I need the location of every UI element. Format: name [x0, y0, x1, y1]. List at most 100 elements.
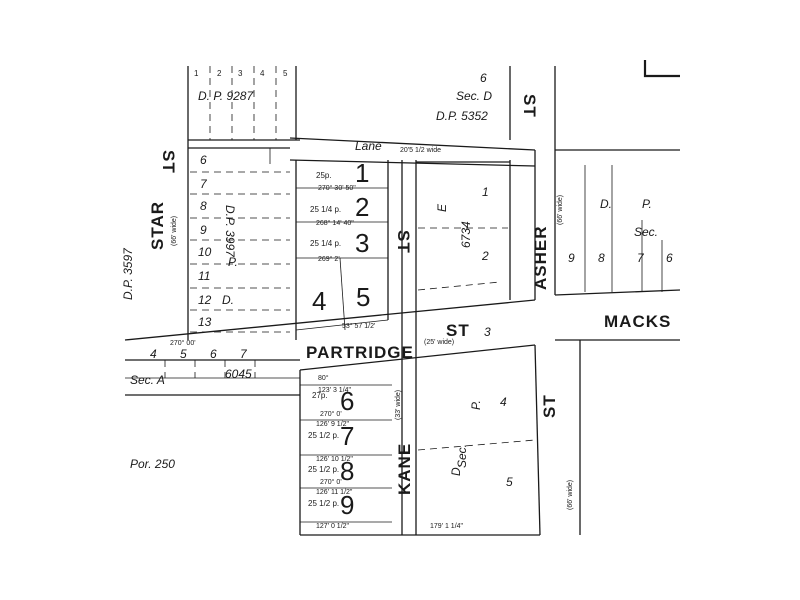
partridge-street-width: (25' wide) [424, 339, 454, 346]
bearing-4: 270° 00' [170, 339, 196, 347]
lower-lot-4: 4 [500, 395, 507, 409]
dp6045-label: 6045 [225, 367, 252, 381]
dp6734-e-letter: E [435, 203, 449, 212]
sec-a-block: 4 5 6 7 Sec. A 6045 270° 00' [125, 339, 300, 396]
lot-6: 6 [340, 386, 354, 416]
east-sec-label: Sec. [634, 225, 658, 239]
sec-d-block: 6 Sec. D D.P. 5352 [436, 71, 492, 123]
bearing-3: 269° 2' [318, 255, 340, 263]
bearing-14: 123' 3 1/4" [318, 387, 352, 394]
lot-8-area: 25 1/2 p. [308, 465, 339, 474]
partridge-street-st: ST [446, 321, 470, 340]
sec-lower-label: Sec. [455, 444, 469, 468]
lot-1-area: 25p. [316, 171, 332, 180]
dp9287-block: 1 2 3 4 5 D. P. 9287 [187, 66, 300, 148]
bearing-8: 126' 10 1/2" [316, 456, 353, 463]
mid-p-letter: P. [228, 255, 238, 269]
star-lot-11: 11 [198, 269, 210, 283]
asher-street: ASHER (66' wide) ST [509, 66, 564, 300]
asher-lot-8: 8 [598, 251, 605, 265]
bearing-11: 179' 1 1/4" [430, 523, 464, 530]
bearing-12: 80° [318, 374, 329, 382]
east-block: 9 8 7 6 D. P. Sec. [554, 149, 681, 296]
bearing-13: 53° 57 1/2' [342, 322, 375, 330]
east-dp-p: P. [642, 197, 652, 211]
star-lot-12: 12 [198, 293, 212, 307]
lot-4: 4 [312, 286, 326, 316]
lower-p-label: P. [469, 400, 483, 410]
star-lot-7: 7 [200, 177, 208, 191]
main-lots-north: 1 2 3 4 5 25p. 25 1/4 p. 25 1/4 p. 270° … [295, 158, 389, 340]
top-row-lot-5: 5 [283, 69, 288, 78]
lower-block: 4 5 Sec. D. P. 179' 1 1/4" [417, 344, 541, 536]
mid-d-letter: D. [222, 293, 234, 307]
bearing-2: 268° 14' 40" [316, 219, 354, 227]
asher-street-width: (66' wide) [557, 195, 564, 225]
lane-width: 20'5 1/2 wide [400, 147, 441, 154]
east-dp-d: D. [600, 197, 612, 211]
right-street: ST (66' wide) [540, 394, 574, 510]
corner-mark [643, 60, 680, 78]
partridge-lot-5: 5 [180, 347, 187, 361]
top-row-lot-4: 4 [260, 69, 265, 78]
dp3597-left-label: D.P. 3597 [121, 247, 135, 300]
bearing-6: 270° 0' [320, 478, 342, 486]
lower-lot-5: 5 [506, 475, 513, 489]
asher-lot-7: 7 [637, 251, 645, 265]
lot-8: 8 [340, 456, 354, 486]
dp6734-label: 6734 [459, 221, 473, 248]
top-st-label: ST [520, 94, 539, 118]
kane-st-upper: ST [394, 230, 413, 254]
lot-1: 1 [355, 158, 369, 188]
macks-street: MACKS [555, 312, 680, 535]
block-e: 1 2 3 E 6734 [416, 160, 511, 339]
star-street-width: (66' wide) [171, 216, 178, 246]
star-lot-6: 6 [200, 153, 207, 167]
top-row-lot-2: 2 [217, 69, 222, 78]
lot-5: 5 [356, 282, 370, 312]
star-lot-8: 8 [200, 199, 207, 213]
asher-street-name: ASHER [531, 225, 550, 290]
e-lot-3: 3 [484, 325, 491, 339]
bearing-10: 127' 0 1/2" [316, 523, 350, 530]
asher-lot-9: 9 [568, 251, 575, 265]
main-lots-south: 6 7 8 9 27p. 25 1/2 p. 25 1/2 p. 25 1/2 … [299, 370, 540, 536]
asher-lot-6: 6 [666, 251, 673, 265]
star-lot-9: 9 [200, 223, 207, 237]
bearing-1: 270° 30' 50" [318, 184, 356, 192]
macks-street-name: MACKS [604, 312, 671, 331]
e-lot-1: 1 [482, 185, 489, 199]
top-row-lot-1: 1 [194, 69, 199, 78]
lot-3: 3 [355, 228, 369, 258]
por-250-label: Por. 250 [130, 457, 175, 471]
top-row-lot-3: 3 [238, 69, 243, 78]
lot-2-area: 25 1/4 p. [310, 205, 341, 214]
right-street-width: (66' wide) [567, 480, 574, 510]
lane-label: Lane [355, 139, 382, 153]
partridge-lot-6: 6 [210, 347, 217, 361]
lot-9: 9 [340, 490, 354, 520]
dp3997-vertical-label: D.P. 3997 [223, 205, 237, 258]
bearing-9: 126' 11 1/2" [316, 489, 353, 496]
kane-street: ST KANE (33' wide) [394, 160, 417, 535]
kane-st-name: KANE [395, 443, 414, 495]
e-lot-2: 2 [481, 249, 489, 263]
partridge-lot-7: 7 [240, 347, 248, 361]
star-street-name: STAR [148, 201, 167, 250]
lane: Lane 20'5 1/2 wide [289, 137, 536, 167]
dp9287-label: D. P. 9287 [198, 89, 254, 103]
star-lot-10: 10 [198, 245, 212, 259]
lot-7: 7 [340, 421, 354, 451]
bearing-5: 270° 0' [320, 410, 342, 418]
star-block: 6 7 8 9 10 11 12 13 D.P. 3997 D. P. [187, 147, 290, 340]
lot-3-area: 25 1/4 p. [310, 239, 341, 248]
dp5352-label: D.P. 5352 [436, 109, 488, 123]
partridge-street: PARTRIDGE (25' wide) ST [124, 299, 536, 371]
top-lot-6: 6 [480, 71, 487, 85]
sec-d-label: Sec. D [456, 89, 492, 103]
sec-a-label: Sec. A [130, 373, 165, 387]
bearing-7: 126' 9 1/2" [316, 421, 350, 428]
lower-d-label: D. [449, 464, 463, 476]
star-lot-13: 13 [198, 315, 212, 329]
